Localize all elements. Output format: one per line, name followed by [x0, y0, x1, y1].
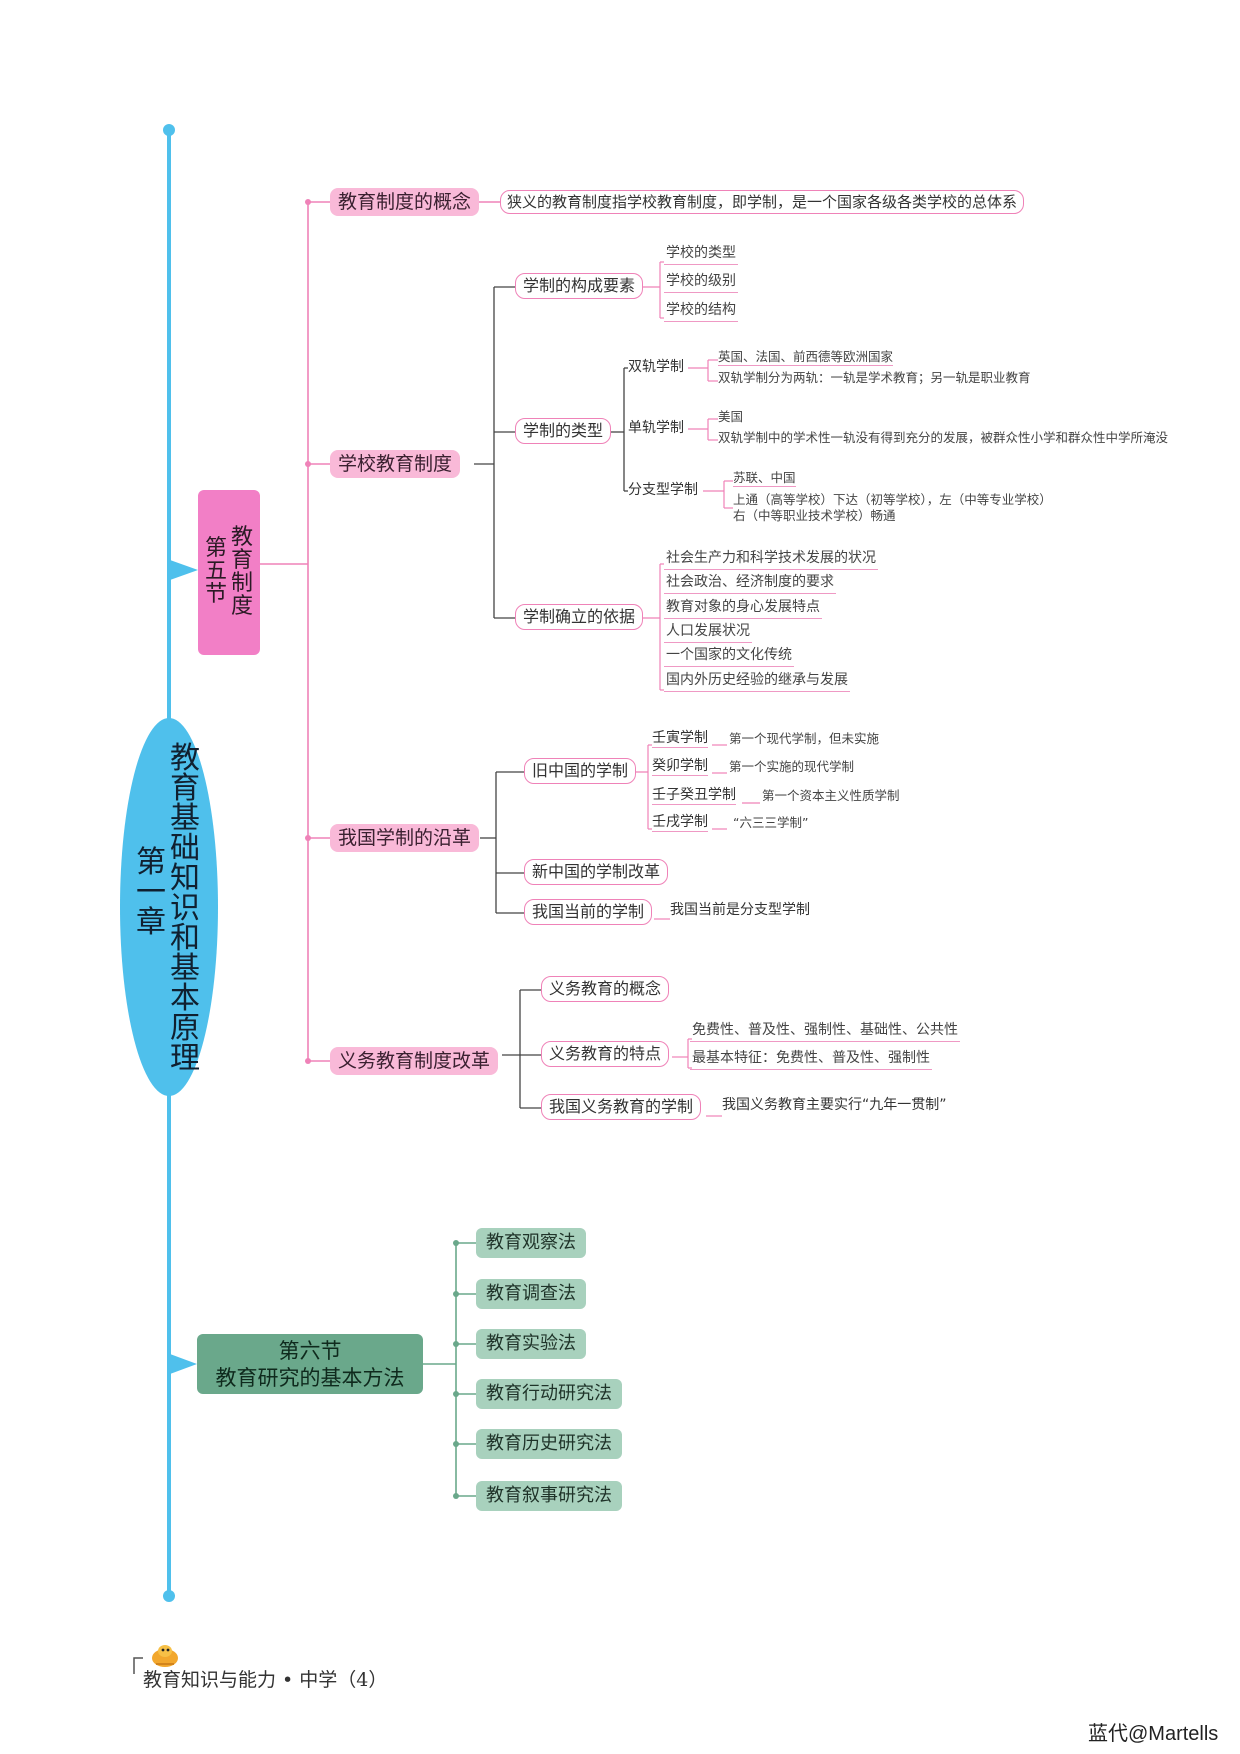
type-branch: 分支型学制 — [628, 482, 698, 498]
evolution-node: 我国学制的沿革 — [330, 824, 480, 852]
basis-node: 学制确立的依据 — [515, 604, 644, 630]
elements-node: 学制的构成要素 — [515, 273, 644, 299]
compulsory-concept-node: 义务教育的概念 — [541, 976, 670, 1002]
section6-number: 第六节 — [278, 1339, 342, 1363]
corner-bracket-icon — [133, 1657, 143, 1674]
section5-label-col1: 第五节 — [204, 536, 227, 607]
method-node: 教育观察法 — [476, 1228, 586, 1258]
dual-item: 英国、法国、前西德等欧洲国家 — [718, 349, 894, 366]
current-system-desc: 我国当前是分支型学制 — [670, 902, 810, 918]
mascot-icon — [152, 1645, 178, 1667]
section6-title: 教育研究的基本方法 — [215, 1366, 405, 1390]
school-system-node: 学校教育制度 — [330, 450, 461, 478]
feature-item: 最基本特征：免费性、普及性、强制性 — [690, 1048, 932, 1070]
type-single: 单轨学制 — [628, 420, 684, 436]
compulsory-features-node: 义务教育的特点 — [541, 1041, 670, 1067]
method-node: 教育历史研究法 — [476, 1429, 622, 1459]
chapter-node: 第一章 教育基础知识和基本原理 — [120, 718, 218, 1096]
element-item: 学校的类型 — [664, 243, 738, 265]
basis-item: 一个国家的文化传统 — [664, 645, 794, 667]
old-system-name: 壬戌学制 — [652, 814, 708, 832]
types-node: 学制的类型 — [515, 418, 612, 444]
old-system-name: 壬子癸丑学制 — [652, 787, 736, 805]
compulsory-system-node: 我国义务教育的学制 — [541, 1094, 702, 1120]
method-node: 教育实验法 — [476, 1329, 586, 1359]
feature-item: 免费性、普及性、强制性、基础性、公共性 — [690, 1020, 960, 1042]
element-item: 学校的结构 — [664, 300, 738, 322]
new-reform-node: 新中国的学制改革 — [524, 859, 669, 885]
old-system-desc: 第一个现代学制，但未实施 — [729, 731, 880, 746]
old-system-desc: 第一个实施的现代学制 — [729, 759, 855, 774]
basis-item: 社会政治、经济制度的要求 — [664, 572, 836, 594]
basis-item: 教育对象的身心发展特点 — [664, 597, 822, 619]
concept-definition: 狭义的教育制度指学校教育制度，即学制，是一个国家各级各类学校的总体系 — [500, 190, 1025, 214]
single-item: 双轨学制中的学术性一轨没有得到充分的发展，被群众性小学和群众性中学所淹没 — [718, 430, 1169, 445]
single-item: 美国 — [718, 409, 744, 424]
branch-item: 右（中等职业技术学校）畅通 — [733, 508, 896, 523]
current-system-node: 我国当前的学制 — [524, 899, 653, 925]
compulsory-node: 义务教育制度改革 — [330, 1047, 499, 1075]
old-system-desc: 第一个资本主义性质学制 — [762, 788, 900, 803]
branch-item: 上通（高等学校）下达（初等学校），左（中等专业学校） — [733, 492, 1052, 507]
compulsory-system-desc: 我国义务教育主要实行“九年一贯制” — [722, 1097, 947, 1113]
method-node: 教育调查法 — [476, 1279, 586, 1309]
old-system-desc: “六三三学制” — [733, 815, 809, 830]
section5-node: 第五节 教育制度 — [198, 490, 260, 655]
branch-item: 苏联、中国 — [733, 470, 796, 487]
concept-node: 教育制度的概念 — [330, 188, 480, 216]
old-system-name: 癸卯学制 — [652, 758, 708, 776]
chapter-label-col1: 第一章 — [136, 845, 166, 940]
basis-item: 社会生产力和科学技术发展的状况 — [664, 548, 878, 570]
old-system-node: 旧中国的学制 — [524, 758, 637, 784]
basis-item: 国内外历史经验的继承与发展 — [664, 670, 850, 692]
method-node: 教育行动研究法 — [476, 1379, 622, 1409]
method-node: 教育叙事研究法 — [476, 1481, 622, 1511]
type-dual: 双轨学制 — [628, 359, 684, 375]
old-system-name: 壬寅学制 — [652, 730, 708, 748]
element-item: 学校的级别 — [664, 271, 738, 293]
dual-item: 双轨学制分为两轨：一轨是学术教育；另一轨是职业教育 — [718, 370, 1031, 385]
chapter-label-col2: 教育基础知识和基本原理 — [170, 741, 200, 1076]
basis-item: 人口发展状况 — [664, 621, 752, 643]
section6-node: 第六节 教育研究的基本方法 — [197, 1334, 423, 1394]
book-footer: 教育知识与能力 • 中学（4） — [143, 1669, 388, 1691]
section5-label-col2: 教育制度 — [230, 525, 253, 619]
watermark: 蓝代@Martells — [1088, 1723, 1219, 1745]
